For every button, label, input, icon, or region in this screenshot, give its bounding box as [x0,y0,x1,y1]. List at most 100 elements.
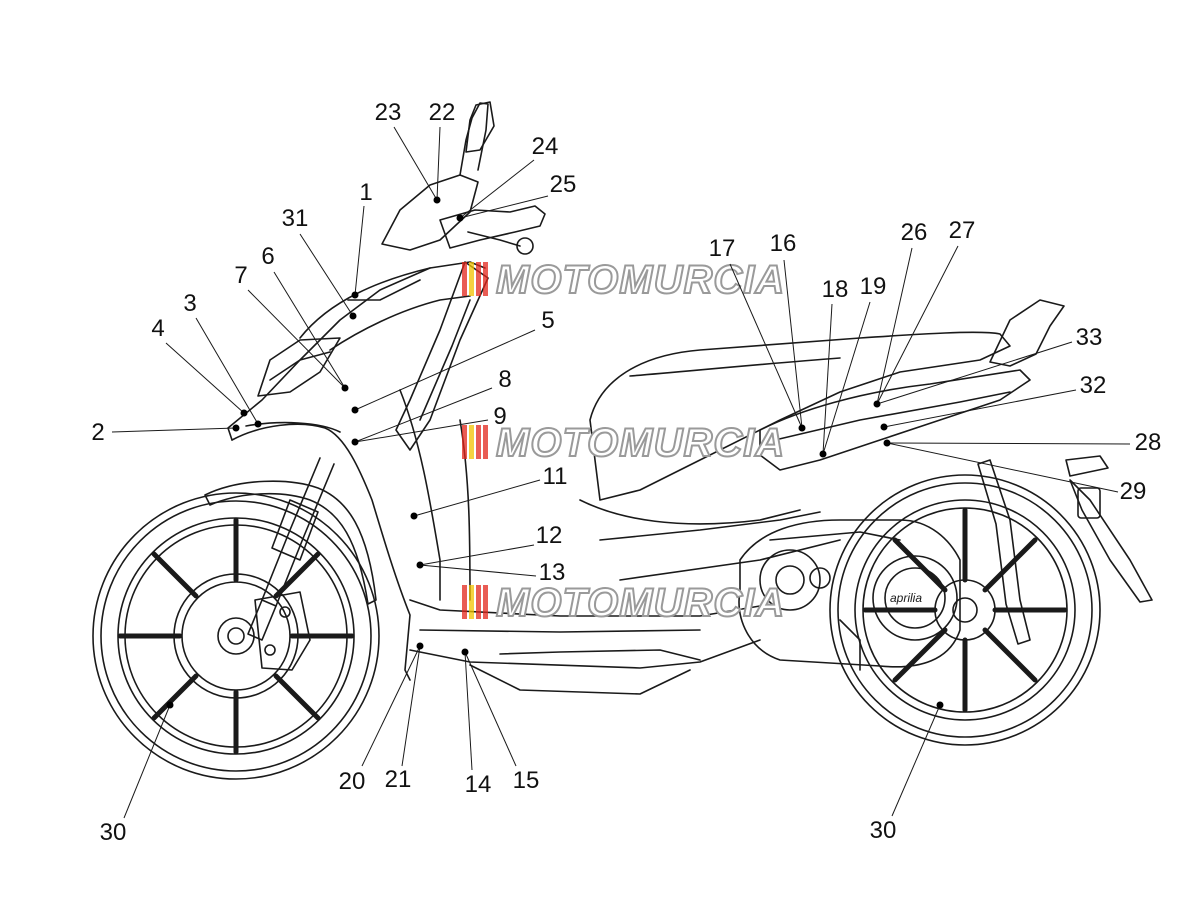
leader-line-25 [459,195,549,219]
leader-dot [240,409,248,417]
engine-unit [738,519,961,671]
front-wheel [92,492,380,780]
callout-24: 24 [532,133,559,160]
mirror [465,101,495,153]
callout-27: 27 [949,217,976,244]
watermark-stripe [483,262,488,296]
leader-line-11 [413,479,541,517]
leader-line-14 [464,651,473,771]
watermark-stripe [476,585,481,619]
leader-line-19 [822,301,871,455]
callout-22: 22 [429,99,456,126]
handlebar [439,205,546,249]
watermark-stripe [483,425,488,459]
leader-line-23 [393,126,438,201]
watermark-stripe [483,585,488,619]
headlight [257,337,341,397]
leader-dot [416,561,424,569]
leader-dot [873,400,881,408]
leader-line-8 [354,387,493,443]
callout-31: 31 [282,205,309,232]
front-fender [204,480,377,605]
floorboard [409,599,761,669]
aprilia-brand-text: aprilia [890,591,922,605]
leader-line-4 [165,342,245,414]
leader-dot [349,312,357,320]
watermark-text: MOTOMURCIA [496,421,785,465]
callout-30b: 30 [870,817,897,844]
callout-14: 14 [465,771,492,798]
leader-dot [416,642,424,650]
leader-dot [936,701,944,709]
leader-line-3 [195,317,259,425]
callout-25: 25 [550,171,577,198]
leader-dot [341,384,349,392]
callout-17: 17 [709,235,736,262]
watermark-text: MOTOMURCIA [496,581,785,625]
leader-line-32 [883,389,1077,428]
watermark-stripe [469,585,474,619]
callout-32: 32 [1080,372,1107,399]
leader-line-22 [436,126,441,201]
callout-2: 2 [91,419,104,446]
motomurcia-watermark: MOTOMURCIA [462,580,785,626]
leader-line-30a [123,704,171,819]
callout-28: 28 [1135,429,1162,456]
callout-5: 5 [541,307,554,334]
callout-19: 19 [860,273,887,300]
leader-dot [254,420,262,428]
callout-9: 9 [493,403,506,430]
leader-line-17 [729,263,803,429]
leader-line-33 [876,341,1073,405]
watermark-stripe [469,262,474,296]
leader-line-16 [783,259,803,429]
leader-line-20 [361,645,421,767]
rear-wheel [829,474,1101,746]
leader-dot [433,196,441,204]
callout-15: 15 [513,767,540,794]
leader-line-26 [876,247,913,405]
leader-dot [410,512,418,520]
leader-line-9 [354,419,489,443]
leader-line-6 [273,271,346,389]
leader-line-31 [299,233,354,317]
callout-8: 8 [498,366,511,393]
callout-7: 7 [234,262,247,289]
leader-line-2 [111,427,237,433]
grab-handle [989,299,1065,367]
scooter-line-drawing [92,101,1153,780]
callout-30a: 30 [100,819,127,846]
watermark-stripe [469,425,474,459]
callout-20: 20 [339,768,366,795]
callout-16: 16 [770,230,797,257]
leader-line-28 [886,442,1131,445]
callout-13: 13 [539,559,566,586]
leader-line-24 [459,159,535,219]
leader-lines [111,126,1131,819]
callout-6: 6 [261,243,274,270]
watermark-stripe [462,262,467,296]
watermark-stripe [476,262,481,296]
callout-29: 29 [1120,478,1147,505]
leader-line-13 [419,564,537,577]
rear-side-panel [759,369,1031,471]
callout-18: 18 [822,276,849,303]
leader-dot [456,214,464,222]
watermark-stripe [462,425,467,459]
front-shield [231,423,411,681]
front-fork [247,457,335,641]
callout-12: 12 [536,522,563,549]
leader-dot [351,438,359,446]
leader-line-12 [419,544,535,566]
leader-line-21 [401,645,421,767]
leader-dot [798,424,806,432]
watermark-stripe [462,585,467,619]
seat [589,331,1011,501]
callout-3: 3 [183,290,196,317]
leader-dot [819,450,827,458]
leader-dot [351,291,359,299]
callout-21: 21 [385,766,412,793]
